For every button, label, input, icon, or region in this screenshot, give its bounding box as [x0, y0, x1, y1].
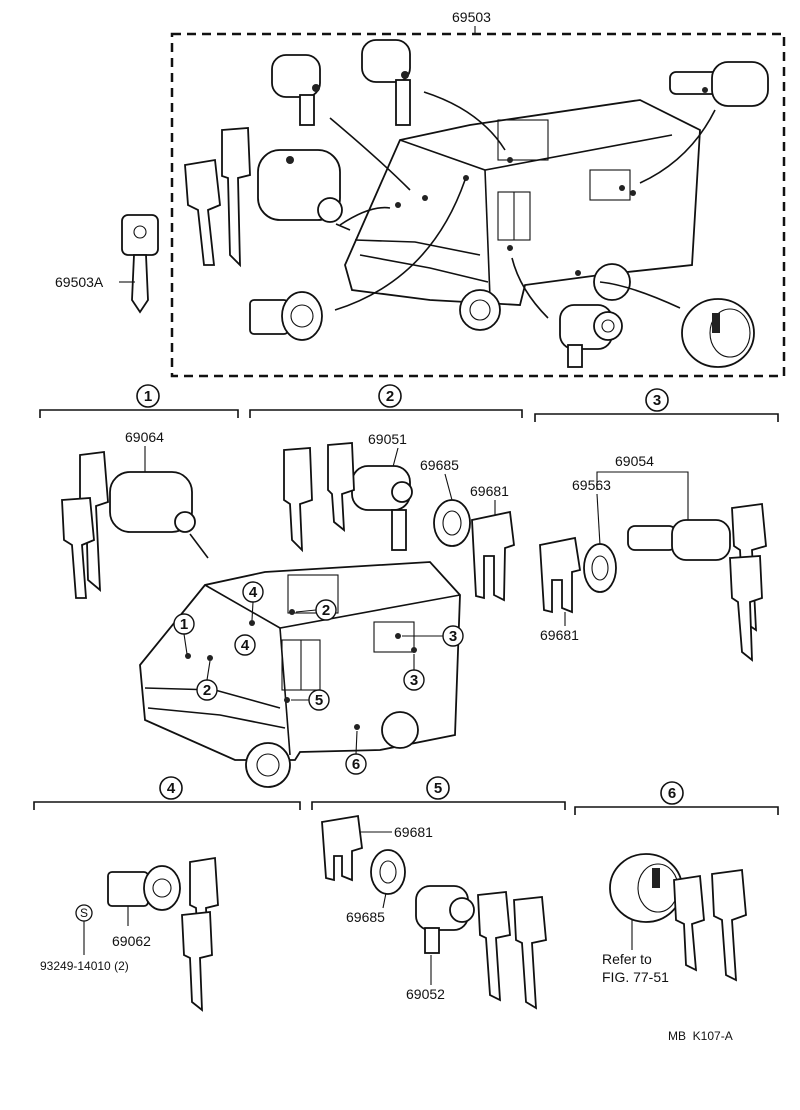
van-callout-4a: 4: [242, 581, 264, 621]
refer-to-text: Refer to: [602, 951, 652, 967]
master-key-part-number: 69503A: [55, 274, 104, 290]
part-69685-b: 69685: [346, 909, 385, 925]
retainer-clip-icon: [321, 814, 363, 882]
svg-text:4: 4: [249, 584, 258, 601]
section-1-badge: [136, 384, 160, 408]
van-callout-1: 1: [173, 613, 195, 655]
ignition-lock-icon: [257, 149, 351, 231]
section-2-number: 2: [386, 388, 394, 405]
section-1-number: 1: [144, 388, 152, 405]
part-69685: 69685: [420, 457, 459, 473]
van-illustration-center: 1 2 4 4 2 3 3: [139, 561, 464, 788]
glovebox-lock-icon: [107, 871, 149, 907]
assembly-part-number: 69503: [452, 9, 491, 25]
key-icon: [513, 896, 547, 1010]
van-callout-3b: 3: [403, 654, 425, 691]
svg-text:2: 2: [203, 682, 211, 699]
svg-text:6: 6: [352, 756, 360, 773]
section-3-number: 3: [653, 392, 661, 409]
key-icon: [477, 891, 511, 1002]
side-door-lock-icon: [559, 304, 623, 368]
part-93249-14010: 93249-14010 (2): [40, 959, 129, 973]
part-69681-c: 69681: [394, 824, 433, 840]
section-5-parts: 69681 69685 69052: [321, 814, 547, 1010]
section-6-parts: Refer to FIG. 77-51: [602, 853, 747, 985]
location-arrows-top: [329, 91, 716, 319]
part-69064: 69064: [125, 429, 164, 445]
ignition-keys-icon: [184, 127, 251, 268]
van-callout-3a: 3: [402, 625, 464, 647]
assembly-dashed-frame: [170, 32, 786, 378]
van-callout-6: 6: [345, 730, 367, 775]
key-icon: [181, 911, 213, 1012]
key-icon: [61, 497, 95, 599]
svg-text:2: 2: [322, 602, 330, 619]
section-header-2: 2: [249, 384, 523, 418]
fuel-lid-lock-icon: [681, 298, 755, 368]
washer-icon: [433, 499, 471, 547]
part-69563: 69563: [572, 477, 611, 493]
lock-cylinder-icon: [669, 61, 769, 107]
diagram-code: MB K107-A: [668, 1029, 733, 1043]
lock-cylinder-icon: [109, 471, 193, 533]
part-69054: 69054: [615, 453, 654, 469]
svg-text:3: 3: [449, 628, 457, 645]
key-icon: [673, 874, 705, 972]
figure-reference: FIG. 77-51: [602, 969, 669, 985]
section-header-5: 5: [311, 776, 566, 810]
part-69681-b: 69681: [540, 627, 579, 643]
svg-text:4: 4: [241, 637, 250, 654]
washer-icon: [370, 849, 406, 895]
fuel-lid-lock-icon: [609, 853, 683, 923]
key-icon: [283, 447, 313, 553]
svg-text:3: 3: [410, 672, 418, 689]
screw-symbol-letter: S: [80, 906, 88, 920]
svg-text:1: 1: [180, 616, 188, 633]
lock-cylinder-icon: [271, 54, 321, 126]
section-header-1: 1: [39, 384, 239, 418]
key-icon: [711, 868, 747, 982]
retainer-clip-icon: [539, 536, 582, 614]
section-header-4: 4: [33, 776, 301, 810]
retainer-clip-icon: [471, 510, 515, 602]
key-icon: [729, 555, 763, 662]
van-callout-2b: 2: [295, 599, 337, 621]
section-header-6: 6: [574, 781, 779, 815]
part-69681: 69681: [470, 483, 509, 499]
section-2-parts: 69051 69685 69681: [283, 431, 515, 602]
lock-cylinder-icon: [361, 39, 411, 126]
svg-text:5: 5: [315, 692, 323, 709]
section-4-parts: 69062 S 93249-14010 (2): [40, 856, 219, 1012]
section-5-number: 5: [434, 780, 442, 797]
section-header-3: 3: [534, 388, 779, 422]
master-key-icon: [121, 214, 159, 314]
washer-icon: [583, 543, 617, 593]
van-callout-5: 5: [291, 689, 330, 711]
part-69051: 69051: [368, 431, 407, 447]
van-callout-4b: 4: [234, 634, 256, 656]
glovebox-lock-icon: [249, 291, 323, 341]
top-assembly: 69503: [55, 9, 786, 378]
van-callout-2: 2: [196, 660, 218, 701]
section-6-number: 6: [668, 785, 676, 802]
part-69062: 69062: [112, 933, 151, 949]
section-1-parts: 69064: [61, 429, 209, 599]
section-4-number: 4: [167, 780, 176, 797]
van-illustration-top: [344, 99, 701, 331]
section-3-parts: 69054 69563 69681: [539, 453, 767, 662]
key-icon: [327, 442, 355, 532]
lock-cylinder-icon: [627, 525, 677, 551]
part-69052: 69052: [406, 986, 445, 1002]
